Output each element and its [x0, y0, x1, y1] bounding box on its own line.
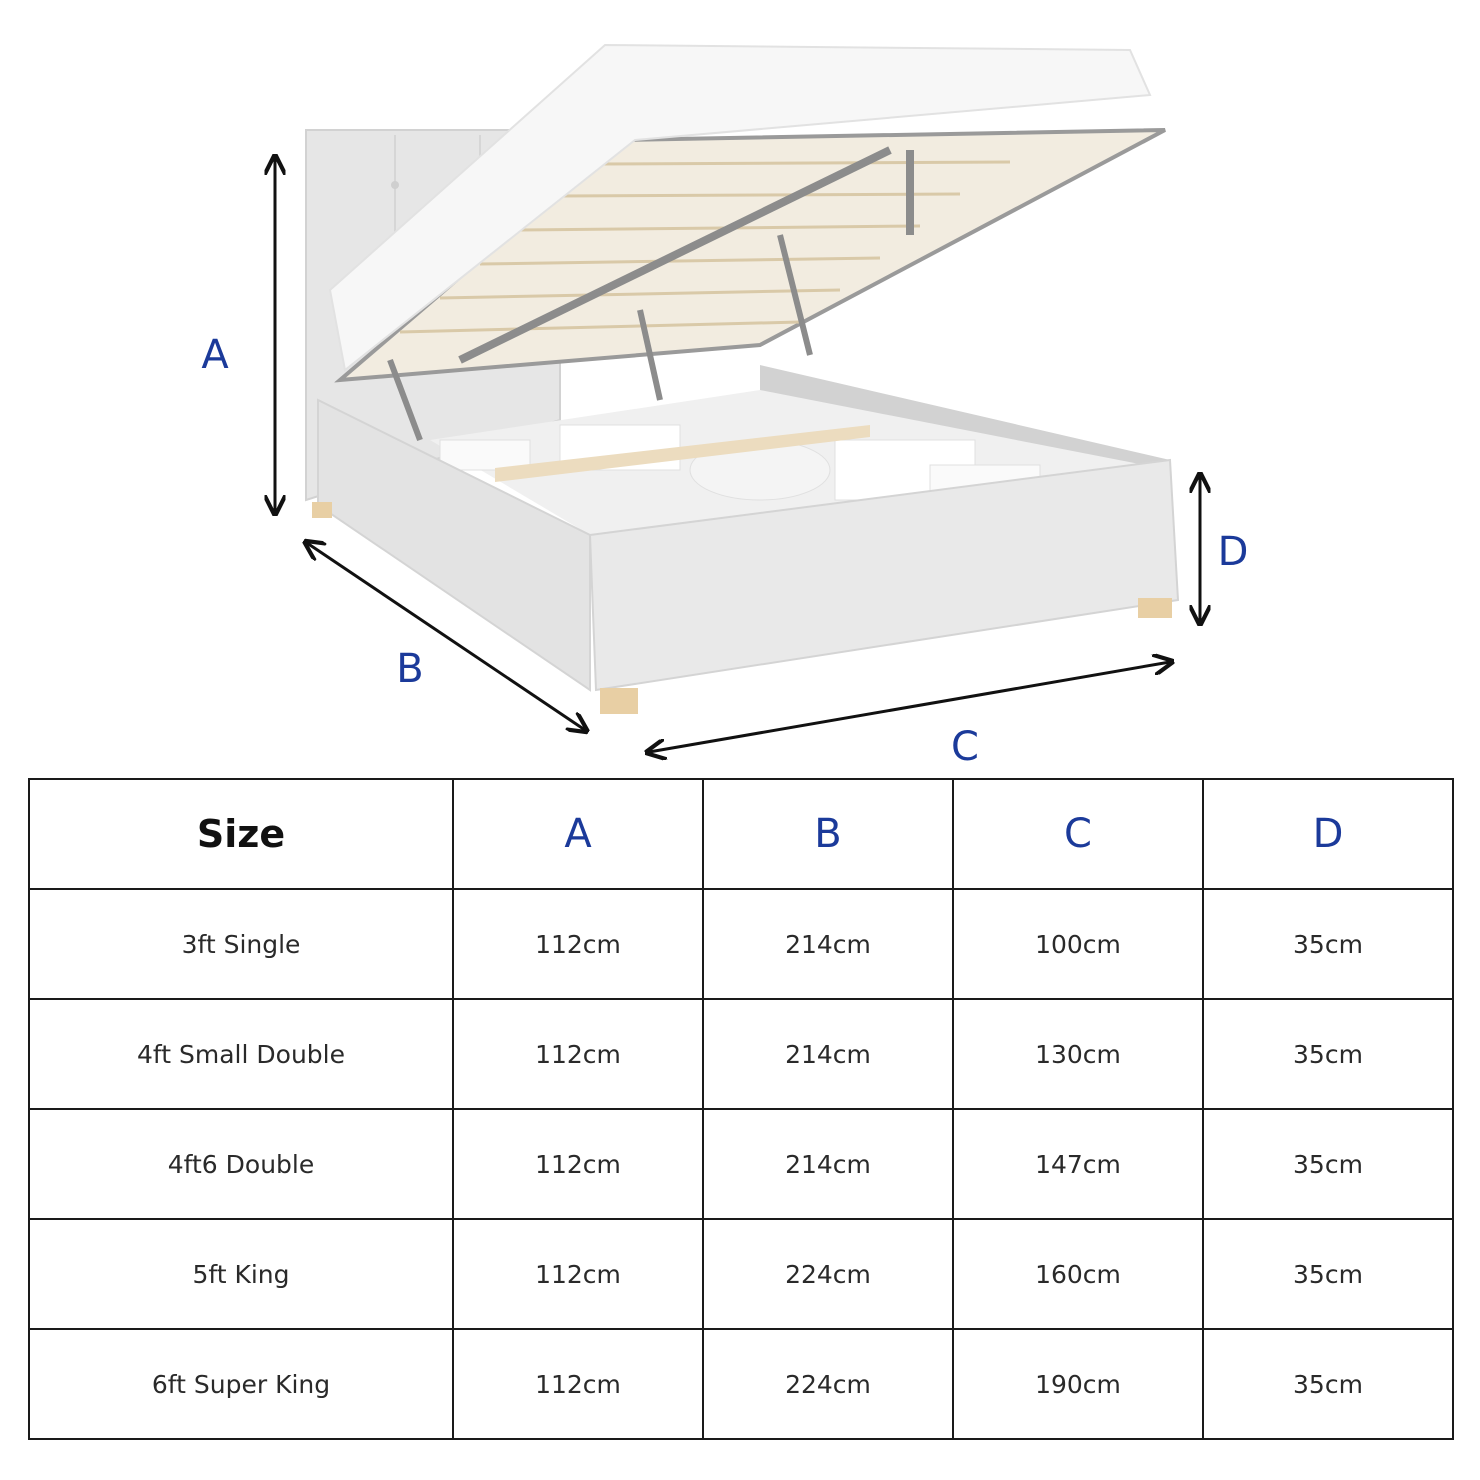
table-row: 4ft Small Double 112cm 214cm 130cm 35cm: [28, 998, 1454, 1110]
label-d: D: [1218, 529, 1249, 575]
cell-size: 4ft6 Double: [28, 1108, 454, 1220]
table-row: 6ft Super King 112cm 224cm 190cm 35cm: [28, 1328, 1454, 1440]
cell-a: 112cm: [452, 1108, 704, 1220]
cell-d: 35cm: [1202, 998, 1454, 1110]
header-size: Size: [28, 778, 454, 890]
arrow-c: [649, 662, 1170, 752]
cell-size: 5ft King: [28, 1218, 454, 1330]
ottoman-bed-illustration: [305, 43, 1180, 714]
table-row: 5ft King 112cm 224cm 160cm 35cm: [28, 1218, 1454, 1330]
bed-dimension-diagram: A B C D: [201, 43, 1249, 770]
size-dimension-table: Size A B C D 3ft Single 112cm 214cm 100c…: [28, 778, 1454, 1440]
header-d: D: [1202, 778, 1454, 890]
table-row: 3ft Single 112cm 214cm 100cm 35cm: [28, 888, 1454, 1000]
arrow-b: [307, 543, 585, 730]
cell-a: 112cm: [452, 888, 704, 1000]
cell-a: 112cm: [452, 1218, 704, 1330]
cell-size: 4ft Small Double: [28, 998, 454, 1110]
table-row: 4ft6 Double 112cm 214cm 147cm 35cm: [28, 1108, 1454, 1220]
cell-size: 6ft Super King: [28, 1328, 454, 1440]
cell-c: 130cm: [952, 998, 1204, 1110]
cell-d: 35cm: [1202, 1218, 1454, 1330]
label-a: A: [201, 332, 229, 378]
cell-b: 224cm: [702, 1218, 954, 1330]
label-c: C: [951, 724, 979, 770]
cell-a: 112cm: [452, 1328, 704, 1440]
cell-c: 147cm: [952, 1108, 1204, 1220]
table-header-row: Size A B C D: [28, 778, 1454, 890]
cell-d: 35cm: [1202, 888, 1454, 1000]
cell-c: 100cm: [952, 888, 1204, 1000]
cell-b: 214cm: [702, 998, 954, 1110]
cell-c: 190cm: [952, 1328, 1204, 1440]
cell-b: 214cm: [702, 1108, 954, 1220]
header-a: A: [452, 778, 704, 890]
cell-a: 112cm: [452, 998, 704, 1110]
cell-size: 3ft Single: [28, 888, 454, 1000]
cell-b: 214cm: [702, 888, 954, 1000]
cell-b: 224cm: [702, 1328, 954, 1440]
label-b: B: [396, 646, 423, 692]
cell-d: 35cm: [1202, 1328, 1454, 1440]
cell-c: 160cm: [952, 1218, 1204, 1330]
cell-d: 35cm: [1202, 1108, 1454, 1220]
dimension-arrows: [275, 158, 1200, 752]
header-c: C: [952, 778, 1204, 890]
header-b: B: [702, 778, 954, 890]
